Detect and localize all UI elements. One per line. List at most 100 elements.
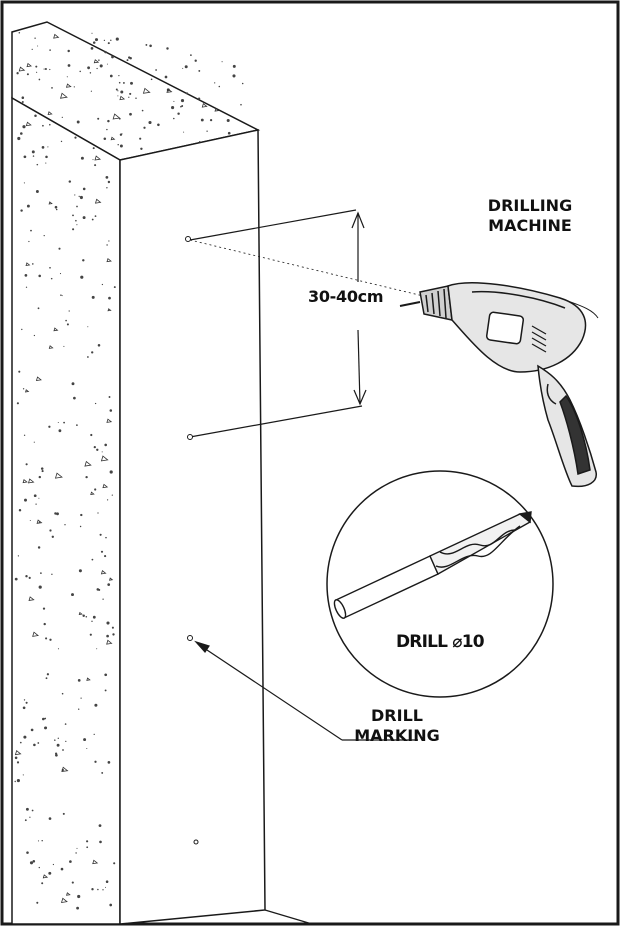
concrete-speck [61,692,64,695]
concrete-speck [17,555,20,557]
concrete-speck [56,743,60,747]
concrete-speck [49,266,51,269]
concrete-speck [85,475,88,479]
concrete-aggregate [28,596,35,601]
concrete-speck [79,70,81,73]
concrete-speck [72,214,74,217]
concrete-speck [98,59,100,61]
concrete-speck [111,55,114,59]
concrete-speck [66,323,69,326]
concrete-speck [104,886,107,888]
concrete-speck [76,906,80,910]
concrete-speck [180,99,185,103]
concrete-speck [71,382,75,386]
concrete-speck [41,146,45,149]
concrete-speck [60,294,62,296]
concrete-speck [91,558,94,561]
concrete-speck [40,572,42,574]
concrete-speck [118,81,121,84]
concrete-speck [69,860,72,863]
concrete-speck [107,119,110,123]
concrete-speck [45,155,48,159]
concrete-speck [99,64,103,68]
concrete-speck [200,118,204,122]
concrete-aggregate [92,859,99,865]
concrete-speck [155,69,157,71]
concrete-aggregate [100,455,109,462]
concrete-speck [97,117,100,120]
concrete-speck [80,156,84,160]
concrete-speck [198,140,201,143]
concrete-speck [112,633,115,636]
concrete-speck [41,470,44,473]
drill-marking-label-line2: MARKING [354,726,440,745]
concrete-speck [77,679,81,682]
concrete-speck [38,78,41,81]
concrete-speck [209,118,213,122]
concrete-speck [57,648,60,650]
concrete-speck [35,503,37,505]
concrete-speck [36,163,39,166]
concrete-speck [110,39,112,42]
concrete-speck [102,598,104,600]
concrete-speck [22,774,24,776]
concrete-speck [86,840,89,843]
concrete-speck [171,106,175,110]
concrete-speck [94,38,99,42]
concrete-speck [57,421,59,424]
concrete-speck [104,673,108,677]
concrete-aggregate [119,95,126,101]
concrete-speck [148,120,152,125]
concrete-speck [63,345,65,347]
concrete-speck [113,286,116,289]
concrete-aggregate [48,345,54,349]
concrete-speck [108,296,111,300]
concrete-speck [101,283,104,286]
concrete-speck [149,44,152,48]
concrete-speck [26,851,29,854]
concrete-aggregate [214,107,220,112]
concrete-speck [51,573,53,576]
concrete-speck [227,131,231,135]
concrete-speck [28,576,31,579]
concrete-speck [66,76,68,78]
concrete-speck [43,234,45,237]
concrete-aggregate [142,87,151,94]
concrete-speck [94,488,97,491]
concrete-aggregate [22,479,28,484]
concrete-aggregate [201,103,208,108]
concrete-speck [34,114,37,117]
drill-hole-marking [187,635,193,641]
concrete-speck [91,620,93,623]
concrete-speck [41,839,43,842]
concrete-speck [180,105,182,108]
concrete-aggregate [27,478,35,484]
concrete-speck [21,96,25,99]
concrete-speck [109,74,113,78]
concrete-aggregate [100,570,107,575]
concrete-speck [214,82,216,84]
concrete-speck [33,743,36,747]
concrete-speck [16,779,20,783]
concrete-speck [76,847,78,849]
concrete-speck [43,622,46,626]
concrete-speck [94,164,97,167]
concrete-aggregate [54,472,63,479]
concrete-speck [91,351,94,354]
concrete-speck [113,862,116,865]
concrete-speck [143,126,146,129]
concrete-speck [16,72,19,75]
concrete-speck [93,445,96,449]
concrete-speck [51,87,53,89]
concrete-speck [232,74,236,78]
concrete-speck [44,67,47,71]
concrete-aggregate [109,577,114,581]
concrete-speck [91,32,93,34]
concrete-speck [60,867,64,871]
concrete-speck [108,240,110,242]
concrete-speck [28,240,30,243]
concrete-speck [98,824,102,827]
concrete-aggregate [106,418,113,423]
